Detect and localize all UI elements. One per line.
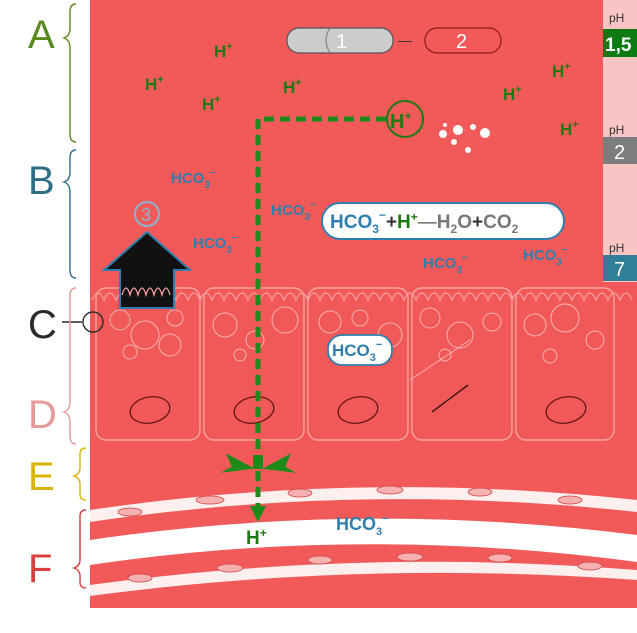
bicarbonate-label: HCO3− [523,245,568,268]
secretion-arrow: 3 [101,201,193,309]
svg-text:HCO3−+H+—H2O+CO2: HCO3−+H+—H2O+CO2 [330,208,519,236]
ph-value-3: 7 [614,259,625,281]
proton-label: H+ [560,119,579,139]
region-letter-d: D [28,393,57,437]
bracket-a [61,3,77,143]
cell-nucleus [545,396,587,424]
bracket-d [61,287,77,445]
equation-box: HCO3−+H+—H2O+CO2 [321,202,565,240]
proton-arrows [220,453,297,522]
proton-label: H+ [503,84,522,104]
proton-label: H+ [202,94,221,114]
ph-label-3: pH [609,241,624,255]
bracket-b [61,149,77,279]
cell-nucleus [337,396,379,424]
region-letter-b: B [28,159,55,203]
gas-bubbles [439,123,490,153]
bicarbonate-label: HCO3− [271,200,316,223]
region-letter-c: C [28,303,57,347]
bicarbonate-label: HCO3− [423,253,468,276]
bicarbonate-labels: HCO3− HCO3− HCO3− HCO3− HCO3− [171,168,568,276]
pill-label-1: 1 [336,31,347,53]
marker-three: 3 [141,205,151,225]
blood-labels: H+ HCO3− [246,513,389,549]
bicarbonate-label: HCO3− [193,233,238,256]
circled-proton: H+ [386,100,424,138]
proton-label: H+ [214,41,233,61]
proton-pathway [255,116,386,506]
ph-value-2: 2 [614,142,625,164]
ph-label-1: pH [609,11,624,25]
proton-label: H+ [145,74,164,94]
region-letter-a: A [28,13,55,57]
cell-division-line [431,384,469,413]
pill-dash: — [398,32,412,48]
proton-label: H+ [552,61,571,81]
pill-label-2: 2 [456,31,467,53]
proton-label: H+ [283,77,302,97]
ph-value-1: 1,5 [605,35,632,56]
lumen-protons: H+ H+ H+ H+ H+ H+ H+ [145,41,579,139]
bracket-f [71,509,87,589]
cell-bicarbonate: HCO3− [327,334,393,366]
ph-label-2: pH [609,123,624,137]
bracket-c [62,311,104,333]
blood-bicarbonate: HCO3− [336,513,389,538]
region-letter-f: F [28,547,52,591]
cell-nucleus [129,396,171,424]
bicarbonate-label: HCO3− [171,168,216,191]
region-letters: A B C D E F [28,13,57,591]
svg-text:H+: H+ [390,109,411,133]
blood-proton: H+ [246,526,267,549]
bracket-e [71,447,87,501]
cell-nucleus [233,396,275,424]
region-letter-e: E [28,455,55,499]
svg-text:HCO3−: HCO3− [332,339,382,364]
ph-scale: pH 1,5 pH 2 pH 7 [603,8,637,281]
capillary [90,485,637,596]
legend-pill: 1 — 2 [286,27,502,54]
